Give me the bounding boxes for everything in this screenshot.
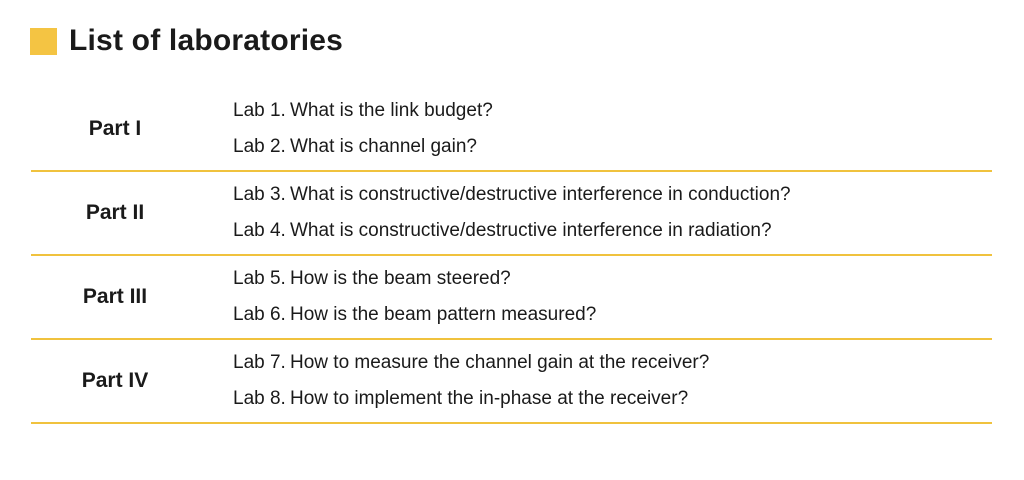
part-label: Part IV bbox=[81, 369, 149, 392]
labs-cell: Lab 1.What is the link budget? Lab 2.Wha… bbox=[199, 93, 992, 165]
lab-number: Lab 7. bbox=[233, 352, 286, 373]
labs-cell: Lab 3.What is constructive/destructive i… bbox=[199, 177, 992, 249]
part-label: Part II bbox=[85, 201, 145, 224]
lab-line: Lab 4.What is constructive/destructive i… bbox=[233, 213, 992, 249]
lab-number: Lab 1. bbox=[233, 100, 286, 121]
part-cell: Part IV bbox=[31, 345, 199, 417]
lab-question: What is constructive/destructive interfe… bbox=[290, 220, 772, 241]
lab-line: Lab 1.What is the link budget? bbox=[233, 93, 992, 129]
lab-question: What is the link budget? bbox=[290, 100, 493, 121]
lab-line: Lab 8.How to implement the in-phase at t… bbox=[233, 381, 992, 417]
lab-number: Lab 8. bbox=[233, 388, 286, 409]
lab-number: Lab 2. bbox=[233, 136, 286, 157]
lab-question: How is the beam steered? bbox=[290, 268, 511, 289]
part-cell: Part II bbox=[31, 177, 199, 249]
table-row-part-1: Part I Lab 1.What is the link budget? La… bbox=[31, 88, 992, 172]
lab-number: Lab 5. bbox=[233, 268, 286, 289]
part-cell: Part I bbox=[31, 93, 199, 165]
lab-line: Lab 6.How is the beam pattern measured? bbox=[233, 297, 992, 333]
part-cell: Part III bbox=[31, 261, 199, 333]
lab-line: Lab 2.What is channel gain? bbox=[233, 129, 992, 165]
labs-cell: Lab 5.How is the beam steered? Lab 6.How… bbox=[199, 261, 992, 333]
accent-square-icon bbox=[30, 27, 57, 55]
table-row-part-3: Part III Lab 5.How is the beam steered? … bbox=[31, 256, 992, 340]
lab-number: Lab 6. bbox=[233, 304, 286, 325]
laboratories-table: Part I Lab 1.What is the link budget? La… bbox=[31, 88, 992, 424]
part-label: Part I bbox=[88, 117, 142, 140]
table-row-part-4: Part IV Lab 7.How to measure the channel… bbox=[31, 340, 992, 424]
lab-question: How is the beam pattern measured? bbox=[290, 304, 597, 325]
lab-line: Lab 3.What is constructive/destructive i… bbox=[233, 177, 992, 213]
slide-header: List of laboratories bbox=[30, 24, 343, 58]
page-title: List of laboratories bbox=[69, 24, 344, 57]
labs-cell: Lab 7.How to measure the channel gain at… bbox=[199, 345, 992, 417]
lab-number: Lab 3. bbox=[233, 184, 286, 205]
part-label: Part III bbox=[82, 285, 148, 308]
lab-question: How to measure the channel gain at the r… bbox=[290, 352, 710, 373]
lab-question: What is constructive/destructive interfe… bbox=[290, 184, 791, 205]
table-row-part-2: Part II Lab 3.What is constructive/destr… bbox=[31, 172, 992, 256]
lab-line: Lab 5.How is the beam steered? bbox=[233, 261, 992, 297]
lab-number: Lab 4. bbox=[233, 220, 286, 241]
lab-line: Lab 7.How to measure the channel gain at… bbox=[233, 345, 992, 381]
lab-question: How to implement the in-phase at the rec… bbox=[290, 388, 689, 409]
lab-question: What is channel gain? bbox=[290, 136, 477, 157]
